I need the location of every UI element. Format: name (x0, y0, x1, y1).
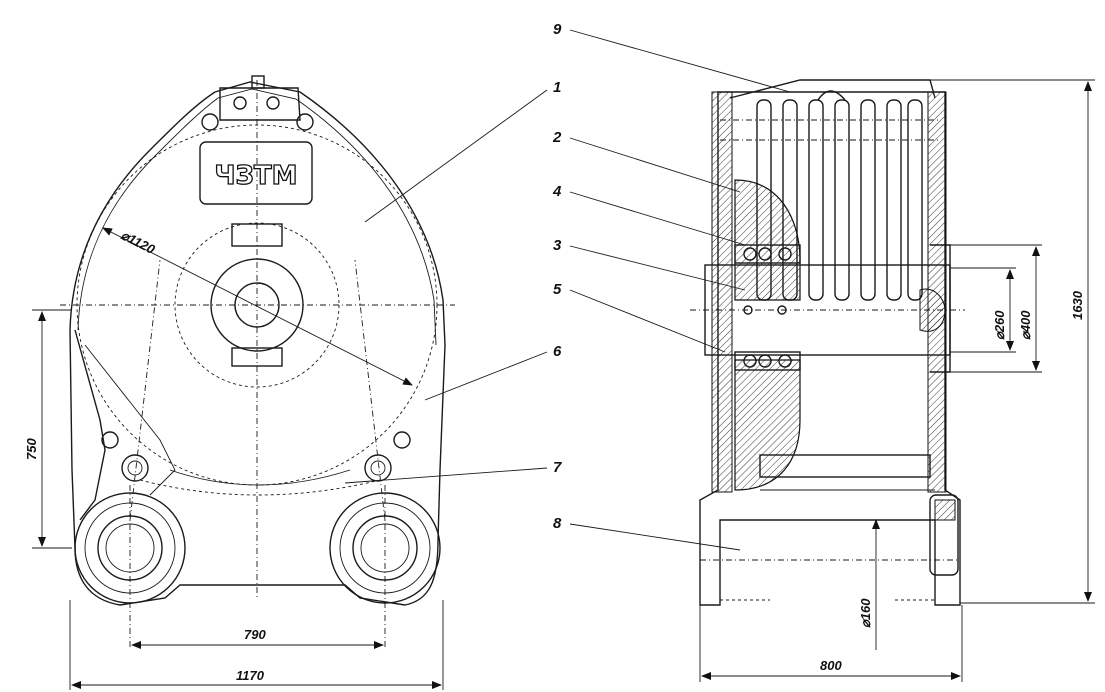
callout-3: 3 (553, 237, 562, 254)
callout-2: 2 (552, 129, 562, 146)
logo-text: ЧЗТМ (214, 161, 297, 191)
dim-total-height: 1630 (1070, 290, 1085, 320)
callouts: 1 2 3 4 5 6 7 8 9 (344, 21, 791, 551)
callout-5: 5 (553, 281, 562, 298)
bolt (101, 431, 119, 449)
bolt (296, 113, 314, 131)
dim-width-label: 1170 (236, 668, 265, 683)
left-wheel (74, 492, 186, 604)
dim-width: 800 (820, 658, 842, 673)
logo-plate (199, 141, 313, 205)
callout-8: 8 (553, 515, 562, 532)
top-bracket (219, 87, 301, 121)
bolt (233, 96, 247, 110)
diameter-label: ⌀1120 (119, 227, 158, 257)
frame-outline (699, 91, 961, 606)
bolt (393, 431, 411, 449)
front-view: ЧЗТМ ⌀112 (24, 75, 455, 690)
callout-6: 6 (553, 343, 562, 360)
top-stud (251, 75, 265, 89)
dim-height-label: 750 (24, 438, 39, 460)
bolt-large (121, 454, 149, 482)
side-section-view: ⌀260 ⌀400 1630 ⌀160 800 (690, 79, 1095, 682)
callout-7: 7 (553, 459, 562, 476)
right-wheel (329, 492, 441, 604)
callout-4: 4 (552, 183, 562, 200)
dim-center-label: 790 (244, 627, 266, 642)
bolt (266, 96, 280, 110)
dim-base-diameter: ⌀160 (858, 598, 873, 628)
callout-1: 1 (553, 79, 561, 96)
bolt (201, 113, 219, 131)
dim-diameter-small: ⌀260 (992, 310, 1007, 340)
housing-outline (69, 81, 446, 606)
callout-9: 9 (553, 21, 562, 38)
dim-diameter-large: ⌀400 (1018, 310, 1033, 340)
